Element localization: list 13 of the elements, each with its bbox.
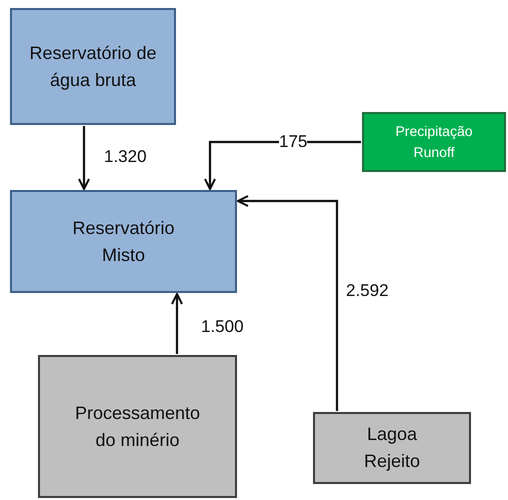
- process-box: [10, 190, 237, 293]
- process-box: [38, 355, 237, 498]
- process-box: [313, 412, 471, 484]
- process-box: [10, 8, 176, 125]
- box-label: Reservatório Misto: [71, 216, 176, 266]
- box-label: Reservatório de água bruta: [28, 42, 158, 92]
- process-box: [362, 112, 506, 172]
- arrow: [237, 195, 338, 411]
- arrow: [78, 126, 90, 190]
- box-label: Precipitação Runoff: [394, 122, 474, 162]
- box-label: Processamento do minério: [74, 402, 202, 452]
- box-label: Lagoa Rejeito: [362, 423, 422, 473]
- arrow: [171, 293, 183, 354]
